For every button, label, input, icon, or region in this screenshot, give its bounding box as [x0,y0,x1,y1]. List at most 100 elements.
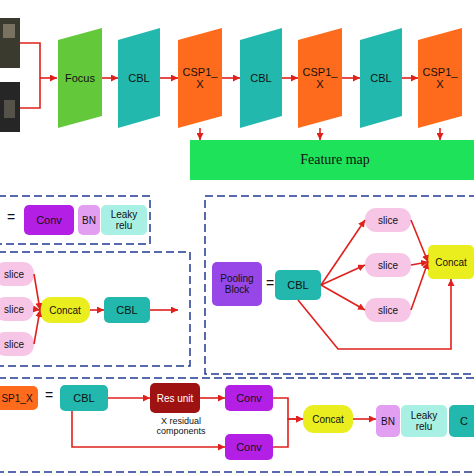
flow-arrow [222,77,240,79]
cbl-block: CBL [240,28,282,128]
input-image-detail [4,100,15,118]
input-wire [20,43,40,108]
node-text: slice [378,260,398,271]
feature-map-band: Feature map [190,140,474,180]
dashed-group [0,378,474,472]
concat-box: Concat [428,245,474,279]
flow-arrow [411,220,428,262]
flow-arrow [108,397,150,399]
csp-block: CSP1_ X [298,28,342,128]
flow-arrow [273,398,303,419]
bn-box: BN [78,205,100,235]
node-text: Res unit [157,393,194,404]
node-text: Pooling Block [213,273,261,295]
node-text: Leaky relu [402,410,446,432]
slab-face [118,28,160,128]
node-text: C [460,415,468,427]
cbl-block: CBL [360,28,402,128]
flow-arrow [321,220,365,285]
node-text: CSP1_ X [180,66,220,90]
node-text: CBL [73,392,94,404]
node-text: BN [381,416,395,427]
conv-box: Conv [24,205,74,235]
slice-box: slice [0,332,34,356]
node-text: Concat [312,414,344,425]
node-text: Feature map [300,152,370,167]
slice-box: slice [365,253,411,277]
cbl-box: CBL [60,385,108,411]
cbl-box: CBL [104,297,150,323]
equals-sign: = [4,210,18,225]
node-text: slice [378,305,398,316]
node-text: slice [4,269,24,280]
activation-box: Leaky relu [401,405,447,437]
flow-arrow [102,77,118,79]
cbl-box: C [449,405,474,437]
flow-arrow [282,77,298,79]
slice-box: slice [365,208,411,232]
bn-box: BN [376,405,400,437]
node-text: slice [4,339,24,350]
pooling-block-box: Pooling Block [212,262,262,306]
node-text: CBL [250,72,271,84]
res-unit-box: Res unit [150,383,200,413]
flow-arrow [402,77,418,79]
flow-arrow [342,77,360,79]
flow-arrow [321,285,365,310]
node-text: CBL [116,304,137,316]
csp-block: CSP1_ X [418,28,462,128]
flow-arrow [353,418,376,420]
cbl-block: CBL [118,28,160,128]
concat-box: Concat [40,297,90,323]
node-text: CBL [128,72,149,84]
slice-box: slice [365,298,411,322]
node-text: SP1_X [1,393,32,404]
conv-box: Conv [225,385,273,411]
concat-box: Concat [303,405,353,433]
node-text: BN [82,215,96,226]
node-text: slice [378,215,398,226]
flow-arrow [273,419,303,447]
input-image [0,18,20,68]
input-image-detail [3,24,15,38]
slab-face [360,28,402,128]
flow-arrow [319,128,321,140]
node-text: Concat [49,305,81,316]
csp-title-box: SP1_X [0,386,38,410]
node-text: Conv [236,392,262,404]
dashed-group [205,196,474,374]
node-text: slice [4,304,24,315]
node-text: CBL [370,72,391,84]
cbl-box: CBL [275,270,321,300]
dashed-group [0,196,150,244]
slab-face [298,28,342,128]
slice-box: slice [0,297,34,321]
flow-arrow [34,310,40,344]
node-text: CSP1_ X [420,66,460,90]
slab-face [178,28,222,128]
slice-box: slice [0,262,34,286]
equals-sign: = [42,388,56,403]
flow-arrow [321,265,365,285]
slab-face [58,28,102,128]
csp-block: CSP1_ X [178,28,222,128]
flow-arrow [90,309,104,311]
output-arrow [150,309,178,311]
flow-arrow [160,77,178,79]
annotation-note: X residual components [146,417,216,437]
activation-box: Leaky relu [101,205,147,235]
flow-arrow [34,274,40,310]
conv-box: Conv [225,434,273,460]
slab-face [418,28,462,128]
node-text: Concat [435,257,467,268]
input-image [0,82,20,132]
flow-arrow [411,262,428,265]
flow-arrow [199,128,201,140]
node-text: Focus [65,72,95,84]
flow-arrow [411,262,428,310]
flow-arrow [439,128,441,140]
equals-sign: = [264,276,276,291]
node-text: Conv [36,214,62,226]
focus-block: Focus [58,28,102,128]
